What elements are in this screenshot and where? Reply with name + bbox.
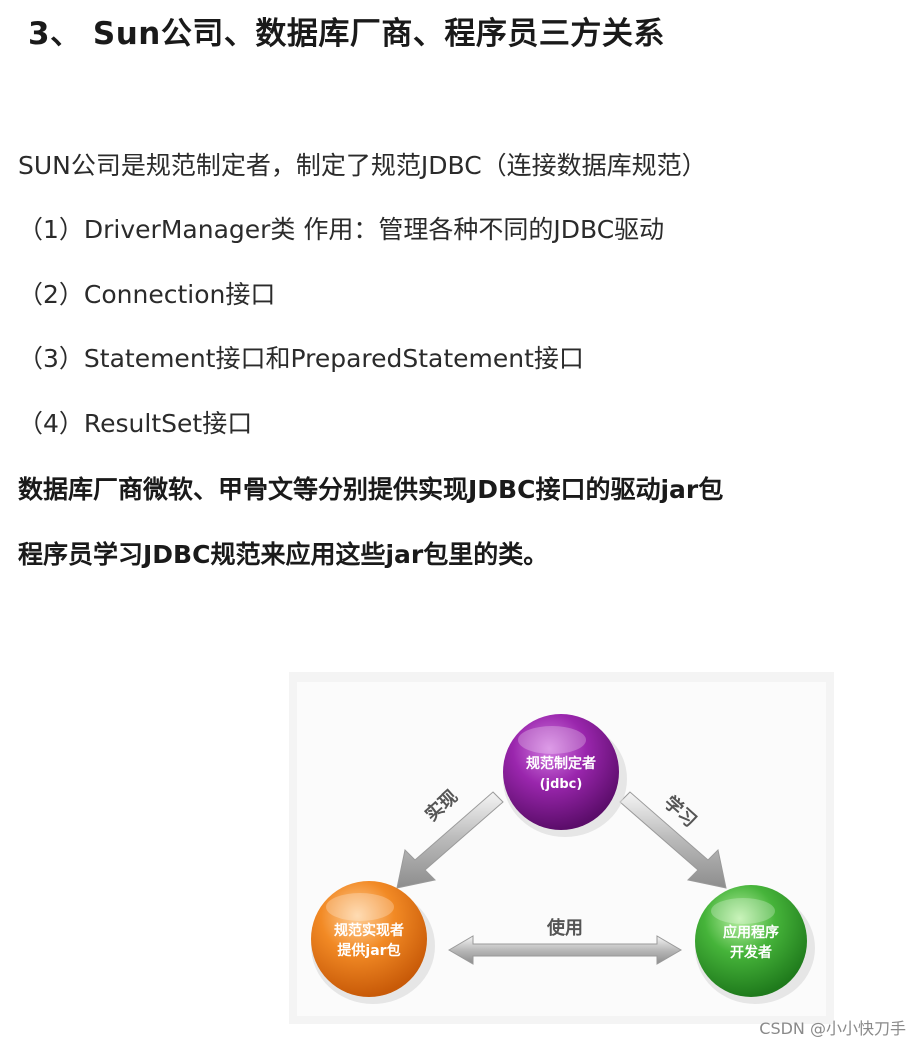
- arrow-implement-label: 实现: [421, 785, 462, 825]
- vendor-node: [311, 881, 435, 1004]
- developer-label: 应用程序: [723, 924, 779, 941]
- arrow-use-label: 使用: [546, 918, 583, 939]
- spec-maker-node: [503, 714, 627, 837]
- relationship-diagram-image: 实现 学习 使用 规范制定者 (jdbc): [289, 672, 834, 1024]
- diagram-svg: 实现 学习 使用 规范制定者 (jdbc): [311, 714, 815, 1004]
- section-heading: 3、 Sun公司、数据库厂商、程序员三方关系: [28, 16, 665, 52]
- arrow-use: [448, 935, 682, 965]
- arrow-implement: [396, 791, 504, 889]
- spec-maker-label: 规范制定者: [526, 755, 596, 772]
- list-item: （4）ResultSet接口: [18, 409, 253, 438]
- csdn-watermark: CSDN @小小快刀手: [759, 1019, 906, 1038]
- intro-text: SUN公司是规范制定者，制定了规范JDBC（连接数据库规范）: [18, 151, 707, 180]
- vendor-label: 规范实现者: [334, 922, 404, 939]
- list-item: （2）Connection接口: [18, 280, 276, 309]
- developer-node: [695, 885, 815, 1004]
- developer-sublabel: 开发者: [730, 944, 772, 961]
- list-item: （3）Statement接口和PreparedStatement接口: [18, 344, 584, 373]
- programmer-statement: 程序员学习JDBC规范来应用这些jar包里的类。: [18, 540, 549, 569]
- vendor-sublabel: 提供jar包: [337, 942, 400, 959]
- diagram-canvas: 实现 学习 使用 规范制定者 (jdbc): [297, 682, 826, 1016]
- arrow-learn: [619, 791, 727, 889]
- spec-maker-sublabel: (jdbc): [540, 777, 583, 792]
- vendor-statement: 数据库厂商微软、甲骨文等分别提供实现JDBC接口的驱动jar包: [18, 475, 724, 504]
- list-item: （1）DriverManager类 作用：管理各种不同的JDBC驱动: [18, 215, 665, 244]
